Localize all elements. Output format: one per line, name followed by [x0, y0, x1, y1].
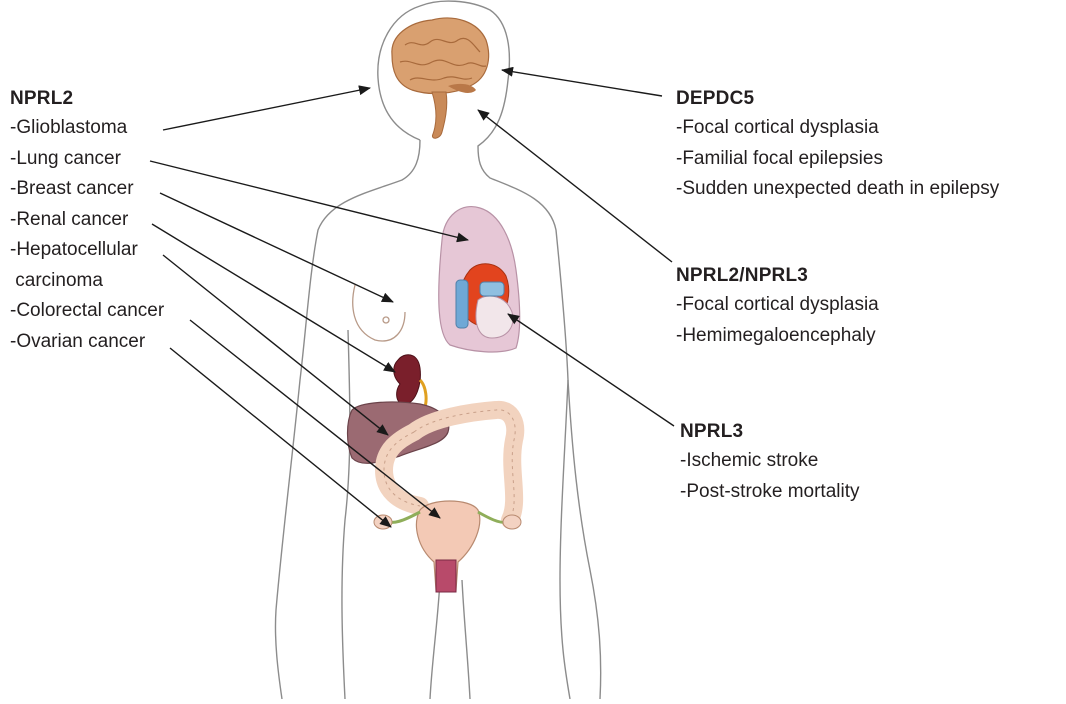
nprl3-item-post-stroke-mortality: -Post-stroke mortality	[680, 477, 859, 508]
nprl2-title: NPRL2	[10, 85, 164, 113]
nprl2-item-lung-cancer: -Lung cancer	[10, 144, 164, 175]
nprl3-title: NPRL3	[680, 418, 859, 446]
arrow-lung-cancer-lung	[150, 161, 468, 240]
nprl2-item-colorectal-cancer: -Colorectal cancer	[10, 296, 164, 327]
brain-icon	[392, 18, 489, 138]
arrow-nprl3-heart	[508, 314, 674, 426]
nprl3-group: NPRL3 -Ischemic stroke -Post-stroke mort…	[680, 418, 859, 507]
nprl2-item-carcinoma: carcinoma	[10, 266, 164, 297]
arrow-hepatocellular-liver	[163, 255, 388, 435]
nprl3-item-ischemic-stroke: -Ischemic stroke	[680, 446, 859, 477]
nprl2-group: NPRL2 -Glioblastoma -Lung cancer -Breast…	[10, 85, 164, 357]
depdc5-item-sudep: -Sudden unexpected death in epilepsy	[676, 174, 999, 205]
nprl2-nprl3-title: NPRL2/NPRL3	[676, 262, 879, 290]
depdc5-group: DEPDC5 -Focal cortical dysplasia -Famili…	[676, 85, 999, 205]
depdc5-item-focal-cortical-dysplasia: -Focal cortical dysplasia	[676, 113, 999, 144]
arrow-glioblastoma-brain	[163, 88, 370, 130]
nprl2-nprl3-group: NPRL2/NPRL3 -Focal cortical dysplasia -H…	[676, 262, 879, 351]
depdc5-title: DEPDC5	[676, 85, 999, 113]
nprl2-item-breast-cancer: -Breast cancer	[10, 174, 164, 205]
nprl2-item-ovarian-cancer: -Ovarian cancer	[10, 327, 164, 358]
arrow-depdc5-brain	[502, 70, 662, 96]
nprl2-item-hepatocellular: -Hepatocellular	[10, 235, 164, 266]
depdc5-item-familial-focal-epilepsies: -Familial focal epilepsies	[676, 144, 999, 175]
nprl2-item-renal-cancer: -Renal cancer	[10, 205, 164, 236]
arrow-breast-cancer-breast	[160, 193, 393, 302]
nprl2-nprl3-item-hemimegaloencephaly: -Hemimegaloencephaly	[676, 321, 879, 352]
breast-icon	[353, 285, 405, 341]
nprl2-nprl3-item-focal-cortical-dysplasia: -Focal cortical dysplasia	[676, 290, 879, 321]
nprl2-item-glioblastoma: -Glioblastoma	[10, 113, 164, 144]
uterus-icon	[374, 501, 521, 592]
arrows	[150, 70, 674, 527]
